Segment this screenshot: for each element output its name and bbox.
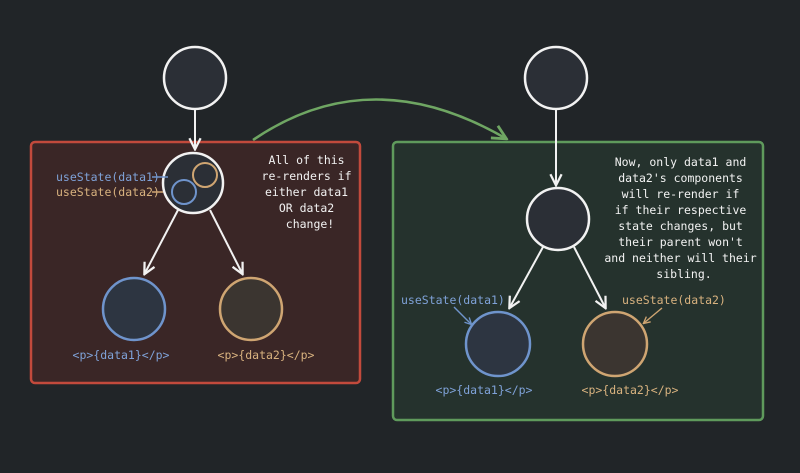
right-arrow-to-child1	[510, 246, 544, 307]
left-grandparent-node	[162, 45, 228, 111]
left-child-data1-label: <p>{data1}</p>	[73, 348, 170, 362]
left-note-line: change!	[286, 217, 334, 231]
right-child-data2-node	[581, 310, 649, 378]
right-child-data1-label: <p>{data1}</p>	[436, 383, 533, 397]
left-arrow-to-child1	[145, 209, 179, 273]
left-child-data1-node	[101, 276, 167, 342]
left-note-line: All of this	[268, 153, 344, 167]
right-note-line: if their respective	[615, 203, 747, 217]
right-note-line: Now, only data1 and	[615, 155, 747, 169]
left-state-orange-circle	[192, 162, 218, 188]
left-child-data2-node	[218, 276, 284, 342]
left-hook-data1-label: useState(data1)	[56, 170, 160, 184]
right-note-line: and neither will their	[604, 251, 756, 265]
right-grandparent-node	[523, 45, 589, 111]
left-child-data2-label: <p>{data2}</p>	[218, 348, 315, 362]
left-arrow-to-child2	[209, 209, 242, 273]
right-parent-node	[525, 186, 591, 252]
left-note-line: re-renders if	[262, 169, 352, 183]
left-note: All of this re-renders if either data1 O…	[262, 153, 359, 231]
right-note-line: sibling.	[656, 267, 711, 281]
left-note-line: either data1	[265, 185, 348, 199]
right-note: Now, only data1 and data2's components w…	[604, 155, 763, 281]
left-hook-data2-label: useState(data2)	[56, 185, 160, 199]
transition-arrow	[252, 98, 505, 142]
right-note-line: will re-render if	[622, 187, 740, 201]
right-hook-data2-pointer	[644, 307, 663, 323]
right-note-line: data2's components	[618, 171, 743, 185]
right-hook-data2-label: useState(data2)	[622, 293, 726, 307]
right-child-data2-label: <p>{data2}</p>	[582, 383, 679, 397]
right-note-line: state changes, but	[618, 219, 743, 233]
left-note-line: OR data2	[279, 201, 334, 215]
left-state-blue-circle	[171, 179, 197, 205]
right-child-data1-node	[464, 310, 532, 378]
right-hook-data1-pointer	[453, 306, 471, 324]
right-note-line: their parent won't	[618, 235, 743, 249]
right-hook-data1-label: useState(data1)	[401, 293, 505, 307]
right-arrow-to-child2	[573, 246, 605, 307]
